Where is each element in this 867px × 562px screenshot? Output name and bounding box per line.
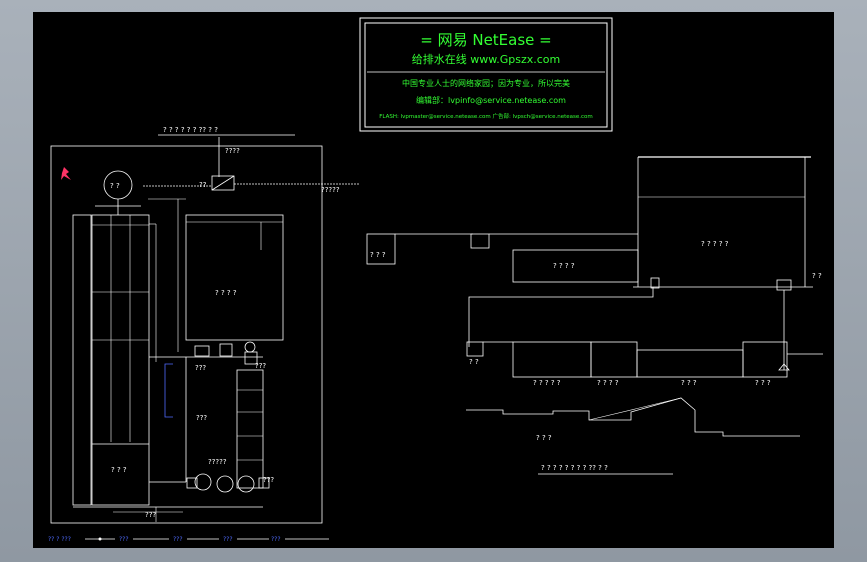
title-line-3: 中国专业人士的网络家园；因为专业，所以完美 — [402, 78, 570, 88]
legend-item: ??? — [173, 536, 183, 543]
intake-tank — [366, 233, 396, 265]
heat-exchanger — [211, 175, 235, 191]
pump-3-icon — [237, 475, 255, 493]
pipe-legend: ?? ? ??? ??? ??? ??? ??? — [48, 536, 329, 543]
north-arrow-icon — [61, 167, 71, 180]
title-line-1: = 网易 NetEase = — [420, 31, 552, 49]
chamber-4 — [742, 341, 788, 378]
right-process-diagram: ? ? ? ? ? ? ? ? ? ? ? ? ? ? ? ? ? ? ? ? … — [366, 156, 823, 475]
right-pipe-label: ????? — [321, 186, 340, 194]
legend-item: ?? ? ??? — [48, 536, 71, 543]
storage-tank — [185, 214, 284, 341]
title-line-4: 编辑部：lvpinfo@service.netease.com — [416, 95, 566, 105]
title-line-2: 给排水在线 www.Gpszx.com — [412, 52, 560, 66]
legend-item: ??? — [119, 536, 129, 543]
chamber-3 — [636, 349, 744, 378]
dosing-cabinet — [236, 369, 264, 489]
profile-label: ? ? ? — [536, 434, 552, 442]
pump-label: ????? — [208, 458, 227, 466]
chamber-2 — [590, 341, 638, 378]
column-bottom-label: ? ? ? — [111, 466, 127, 474]
intake-tank-label: ? ? ? — [370, 251, 386, 259]
top-valve-label: ???? — [225, 147, 240, 155]
title-line-5: FLASH: lvpmaster@service.netease.com 广告部… — [379, 112, 592, 120]
mark-b-label: ??? — [255, 362, 266, 370]
valve-left-label: ?? — [199, 181, 207, 189]
title-block: = 网易 NetEase = 给排水在线 www.Gpszx.com 中国专业人… — [359, 17, 613, 132]
left-diagram-title: ? ? ? ? ? ? ?? ? ? — [163, 126, 218, 134]
mark-c-label: ??? — [196, 414, 207, 422]
right-tag-label: ? ? — [812, 272, 822, 280]
mark-a-label: ??? — [195, 364, 206, 372]
chamber-label: ? ? ? ? — [597, 379, 619, 387]
chamber-1 — [512, 341, 592, 378]
gauge-label: ? ? — [110, 182, 120, 190]
legend-item: ??? — [271, 536, 281, 543]
chamber-label: ? ? ? ? ? — [533, 379, 561, 387]
bottom-left-label: ? ? — [469, 358, 479, 366]
left-process-diagram: ? ? ? ? ? ? ?? ? ? ???? ?? ????? ? ? ? ?… — [48, 126, 359, 543]
large-tank-label: ? ? ? ? ? — [701, 240, 729, 248]
tank-label: ? ? ? ? — [215, 289, 237, 297]
right-diagram-title: ? ? ? ? ? ? ? ? ?? ? ? — [541, 464, 608, 472]
filter-column — [91, 214, 150, 506]
legend-item: ??? — [223, 536, 233, 543]
channel-label: ? ? ? ? — [553, 262, 575, 270]
mark-d-label: ??? — [263, 476, 274, 484]
channel-tank — [512, 249, 639, 283]
pump-2-icon — [216, 475, 234, 493]
hydraulic-profile — [466, 397, 800, 437]
bottom-dim-label: ??? — [145, 511, 156, 519]
pump-1-icon — [194, 473, 212, 491]
drawing-canvas[interactable]: = 网易 NetEase = 给排水在线 www.Gpszx.com 中国专业人… — [33, 12, 834, 548]
chamber-label: ? ? ? — [681, 379, 697, 387]
cad-drawing: = 网易 NetEase = 给排水在线 www.Gpszx.com 中国专业人… — [48, 17, 823, 543]
chamber-label: ? ? ? — [755, 379, 771, 387]
